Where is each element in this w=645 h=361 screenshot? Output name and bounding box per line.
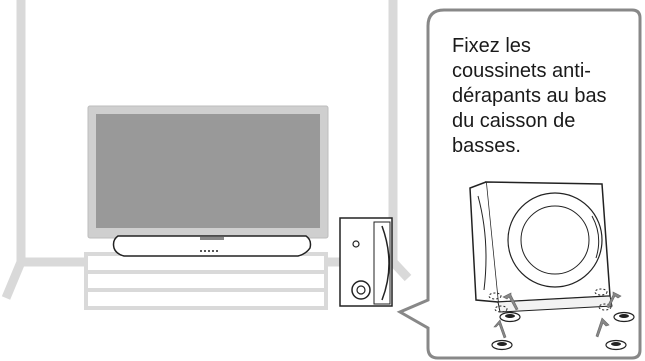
television [87,105,329,250]
pad-front-right [613,311,635,323]
arrow-icon [493,319,507,339]
non-skid-pads [491,311,635,351]
arrow-icon [502,292,519,311]
pad-front-left [499,311,521,323]
subwoofer-small [339,217,393,307]
tv-stand [84,252,328,310]
pad-back-right [605,339,627,351]
soundbar [112,235,312,257]
placement-arrows [493,291,622,339]
arrow-icon [606,291,622,309]
pad-back-left [491,339,513,351]
callout-instruction-text: Fixez les coussinets anti- dérapants au … [452,35,607,157]
foot-outlines [488,288,612,313]
arrow-icon [595,317,610,338]
subwoofer-large [469,181,613,313]
